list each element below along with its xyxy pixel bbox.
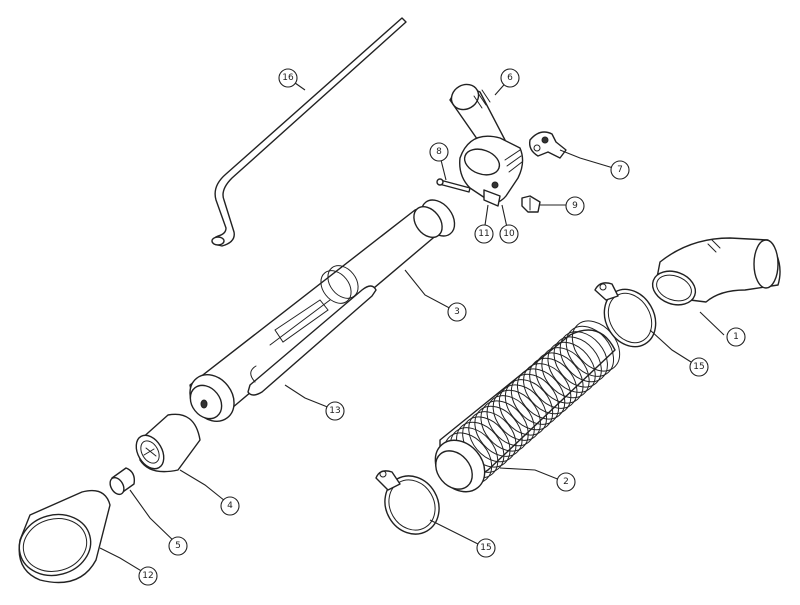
callout-11-label: 11 xyxy=(478,229,489,239)
callout-4-label: 4 xyxy=(227,501,233,511)
callout-8-label: 8 xyxy=(436,147,442,157)
hose-rib xyxy=(516,368,566,420)
callout-15-upper: 15 xyxy=(689,357,709,377)
callout-5-label: 5 xyxy=(175,541,181,551)
callout-9-label: 9 xyxy=(572,201,578,211)
part-2-flex-hose xyxy=(434,320,621,493)
hose-rib xyxy=(547,341,596,393)
callout-10: 10 xyxy=(499,224,519,244)
callout-2-label: 2 xyxy=(563,477,569,487)
callout-1: 1 xyxy=(726,327,746,347)
part-9-screw xyxy=(521,195,541,213)
callout-11: 11 xyxy=(474,224,494,244)
callout-15-lower-label: 15 xyxy=(480,543,491,553)
part-13-handle xyxy=(247,285,377,396)
callout-2: 2 xyxy=(556,472,576,492)
part-7-lever xyxy=(528,131,567,159)
callout-16: 16 xyxy=(278,68,298,88)
callout-9: 9 xyxy=(565,196,585,216)
hose-rib xyxy=(541,347,590,399)
callout-1-label: 1 xyxy=(733,332,739,342)
callout-8: 8 xyxy=(429,142,449,162)
part-3-main-tube xyxy=(189,199,456,422)
callout-12: 12 xyxy=(138,566,158,586)
callout-6-label: 6 xyxy=(507,73,513,83)
callout-4: 4 xyxy=(220,496,240,516)
callout-5: 5 xyxy=(168,536,188,556)
part-5-ring xyxy=(109,467,136,496)
hose-rib xyxy=(468,411,517,463)
callout-15-upper-label: 15 xyxy=(693,362,704,372)
part-12-cone-nozzle xyxy=(18,489,111,584)
callout-7-label: 7 xyxy=(617,165,623,175)
hose-rib xyxy=(535,352,584,404)
callout-10-label: 10 xyxy=(503,229,515,239)
hose-rib xyxy=(559,331,608,383)
leader-lines xyxy=(99,77,725,576)
callout-15-lower: 15 xyxy=(476,538,496,558)
hose-rib xyxy=(553,336,602,388)
hose-rib xyxy=(523,363,572,415)
part-15-clamp-upper xyxy=(594,282,657,348)
callout-7: 7 xyxy=(610,160,630,180)
callout-6: 6 xyxy=(500,68,520,88)
hose-rib xyxy=(565,325,615,377)
part-1-elbow xyxy=(651,237,781,306)
part-15-clamp-lower xyxy=(375,470,440,535)
callout-16-label: 16 xyxy=(282,73,294,83)
callout-3: 3 xyxy=(447,302,467,322)
callout-12-label: 12 xyxy=(142,571,153,581)
part-8-pin xyxy=(436,178,471,193)
callout-3-label: 3 xyxy=(454,307,460,317)
part-4-adapter xyxy=(135,413,201,473)
callout-13: 13 xyxy=(325,401,345,421)
part-10-11-housing xyxy=(459,135,524,207)
part-16-rod xyxy=(211,17,407,247)
callout-13-label: 13 xyxy=(329,406,340,416)
